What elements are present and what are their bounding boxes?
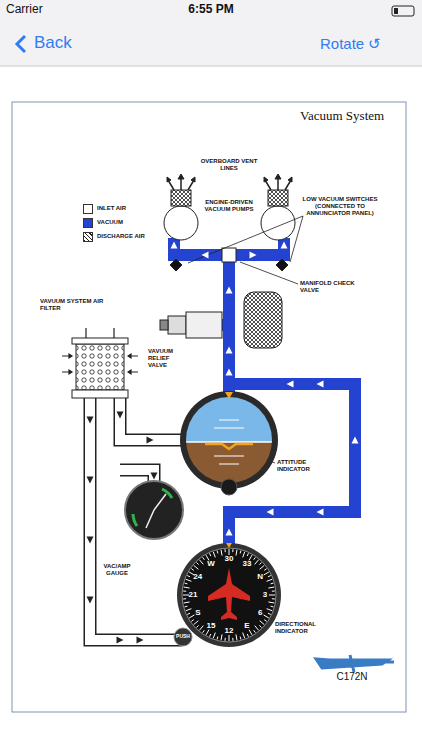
status-carrier: Carrier	[6, 3, 86, 17]
compass-number: E	[239, 621, 255, 630]
compass-number: 30	[221, 554, 237, 563]
callout-label: VAC/AMP GAUGE	[92, 563, 142, 577]
callout-label: LOW VACUUM SWITCHES (CONNECTED TO ANNUNC…	[300, 196, 380, 217]
compass-number: N	[252, 572, 268, 581]
compass-number: 12	[221, 626, 237, 635]
legend-swatch	[83, 232, 93, 242]
legend-text: VACUUM	[97, 219, 123, 226]
callout-label: OVERBOARD VENT LINES	[194, 158, 264, 172]
model-label: C172N	[322, 671, 382, 683]
callout-label: ATTITUDE INDICATOR	[277, 459, 333, 473]
legend-swatch	[83, 204, 93, 214]
legend-text: DISCHARGE AIR	[97, 233, 145, 240]
nav-rotate: Rotate ↺	[320, 35, 410, 52]
callout-label: VAVUUM SYSTEM AIR FILTER	[40, 298, 110, 312]
callout-label: ENGINE-DRIVEN VACUUM PUMPS	[202, 199, 256, 213]
compass-number: 3	[257, 590, 273, 599]
callout-label: MANIFOLD CHECK VALVE	[300, 280, 364, 294]
compass-number: 21	[185, 590, 201, 599]
compass-number: 33	[239, 559, 255, 568]
compass-number: 15	[203, 621, 219, 630]
callout-label: DIRECTIONAL INDICATOR	[275, 621, 347, 635]
status-time: 6:55 PM	[161, 3, 261, 17]
push-button-label: PUSH	[171, 634, 195, 640]
nav-back: Back	[34, 33, 94, 53]
compass-number: 6	[252, 608, 268, 617]
compass-number: 24	[190, 572, 206, 581]
diagram-title: Vacuum System	[300, 109, 384, 124]
callout-label: VAVUUM RELIEF VALVE	[148, 348, 190, 369]
legend-text: INLET AIR	[97, 205, 126, 212]
legend-swatch	[83, 218, 93, 228]
compass-number: W	[203, 559, 219, 568]
compass-number: S	[190, 608, 206, 617]
